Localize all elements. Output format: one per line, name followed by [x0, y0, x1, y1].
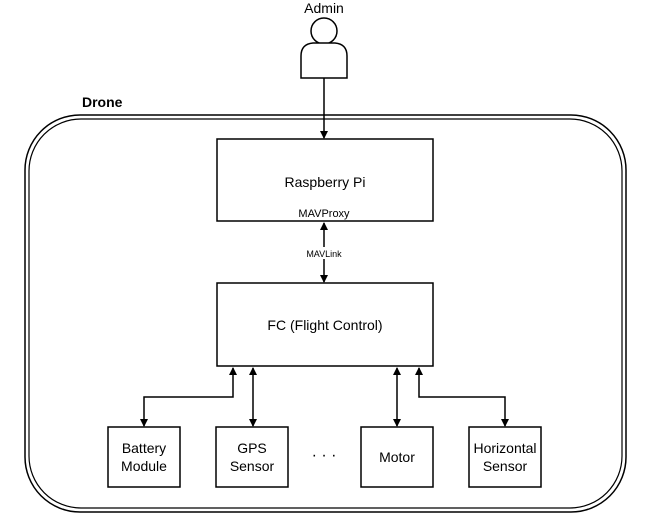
- raspberry-pi-box: [216, 138, 434, 222]
- fc-horizontal-connector: [415, 367, 509, 427]
- motor-label: Motor: [379, 449, 415, 465]
- motor-box: [360, 426, 434, 488]
- flight-control-title: FC (Flight Control): [267, 317, 382, 333]
- mavproxy-label: MAVProxy: [298, 208, 350, 220]
- raspberry-pi-title: Raspberry Pi: [285, 174, 366, 190]
- flight-control-box: [216, 282, 434, 367]
- mavlink-label: MAVLink: [306, 249, 342, 259]
- horizontal-sensor-box: [468, 426, 542, 488]
- horizontal-line1: Horizontal: [473, 440, 536, 456]
- battery-line2: Module: [121, 458, 167, 474]
- admin-label: Admin: [304, 0, 344, 16]
- gps-sensor-box: [215, 426, 289, 488]
- fc-battery-connector: [140, 367, 237, 427]
- drone-container: [24, 114, 627, 513]
- drone-label: Drone: [82, 94, 123, 110]
- gps-line1: GPS: [237, 440, 267, 456]
- battery-line1: Battery: [122, 440, 166, 456]
- more-devices-ellipsis: · · ·: [312, 447, 337, 464]
- horizontal-line2: Sensor: [483, 458, 528, 474]
- gps-line2: Sensor: [230, 458, 275, 474]
- battery-module-box: [107, 426, 181, 488]
- person-icon: [300, 17, 348, 79]
